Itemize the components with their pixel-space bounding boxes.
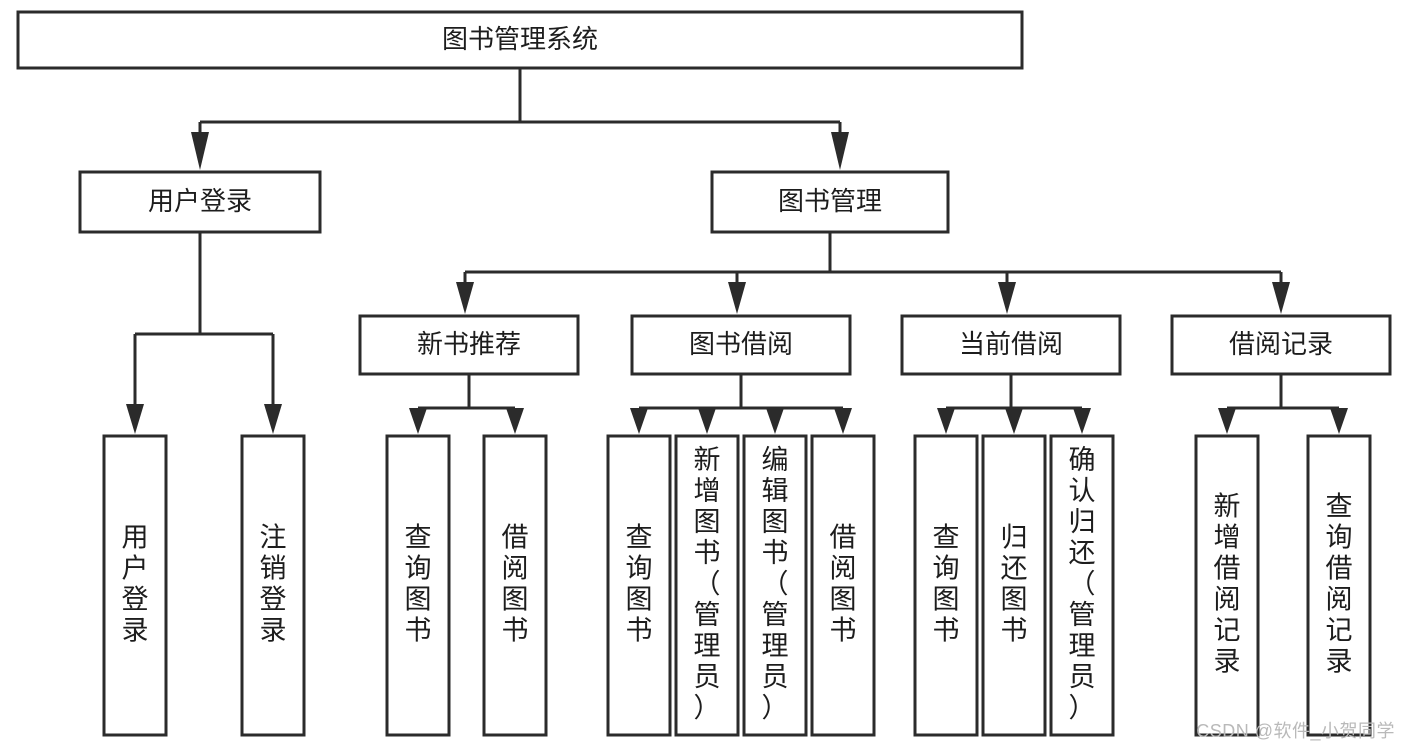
node-root-box[interactable] — [16, 10, 1024, 70]
node-book-borrow[interactable]: 图书借阅 — [630, 314, 852, 376]
node-leaf-edit-book-box[interactable] — [742, 434, 808, 737]
arrow-head-leaf-query-book-1 — [409, 408, 427, 434]
node-leaf-add-record-label: 新增借阅记录 — [1214, 492, 1241, 677]
arrow-head-leaf-user-login — [126, 404, 144, 434]
arrow-head-leaf-borrow-book-1 — [506, 408, 524, 434]
node-leaf-query-book-3-label: 查询图书 — [933, 523, 960, 646]
node-leaf-query-record-label: 查询借阅记录 — [1326, 492, 1353, 677]
arrow-head-leaf-query-record — [1330, 408, 1348, 434]
node-borrow-record-box[interactable] — [1170, 314, 1392, 376]
node-current-borrow-box[interactable] — [900, 314, 1122, 376]
node-leaf-user-login-label: 用户登录 — [122, 523, 149, 646]
node-leaf-query-book-3[interactable]: 查询图书 — [913, 434, 979, 737]
node-leaf-logout-box[interactable] — [240, 434, 306, 737]
node-book-manage[interactable]: 图书管理 — [710, 170, 950, 234]
arrow-head-user-login — [191, 132, 209, 170]
arrow-head-leaf-edit-book — [766, 408, 784, 434]
node-new-book-recommend-label: 新书推荐 — [417, 329, 521, 359]
node-current-borrow-label: 当前借阅 — [959, 329, 1063, 359]
node-book-borrow-label: 图书借阅 — [689, 329, 793, 359]
arrow-head-new-book-recommend — [456, 282, 474, 314]
node-leaf-borrow-book-1[interactable]: 借阅图书 — [482, 434, 548, 737]
arrow-head-leaf-logout — [264, 404, 282, 434]
connector-layer — [126, 68, 1348, 434]
node-leaf-return-book-label: 归还图书 — [1001, 523, 1028, 646]
node-leaf-confirm-return[interactable]: 确认归还（管理员） — [1049, 434, 1115, 737]
node-current-borrow[interactable]: 当前借阅 — [900, 314, 1122, 376]
node-leaf-add-book-label: 新增图书（管理员） — [694, 445, 721, 723]
node-leaf-query-book-2-box[interactable] — [606, 434, 672, 737]
node-leaf-user-login[interactable]: 用户登录 — [102, 434, 168, 737]
node-leaf-confirm-return-box[interactable] — [1049, 434, 1115, 737]
node-leaf-return-book[interactable]: 归还图书 — [981, 434, 1047, 737]
node-leaf-borrow-book-1-label: 借阅图书 — [502, 523, 529, 646]
node-book-borrow-box[interactable] — [630, 314, 852, 376]
node-new-book-recommend[interactable]: 新书推荐 — [358, 314, 580, 376]
leaf-nodes-layer: 用户登录 注销登录 查询图书 借阅图书 查询图书 新增图书（管理员） 编辑图书（… — [102, 434, 1372, 737]
node-leaf-query-book-1-box[interactable] — [385, 434, 451, 737]
node-user-login-box[interactable] — [78, 170, 322, 234]
node-leaf-edit-book[interactable]: 编辑图书（管理员） — [742, 434, 808, 737]
arrow-head-leaf-borrow-book-2 — [834, 408, 852, 434]
arrow-head-leaf-add-record — [1218, 408, 1236, 434]
arrow-head-borrow-record — [1272, 282, 1290, 314]
node-leaf-query-book-3-box[interactable] — [913, 434, 979, 737]
node-leaf-query-book-2[interactable]: 查询图书 — [606, 434, 672, 737]
arrow-head-leaf-return-book — [1005, 408, 1023, 434]
node-leaf-query-record-box[interactable] — [1306, 434, 1372, 737]
node-leaf-return-book-box[interactable] — [981, 434, 1047, 737]
arrow-head-leaf-query-book-2 — [630, 408, 648, 434]
node-leaf-borrow-book-1-box[interactable] — [482, 434, 548, 737]
node-root-label: 图书管理系统 — [442, 24, 598, 54]
node-book-manage-label: 图书管理 — [778, 186, 882, 216]
node-root[interactable]: 图书管理系统 — [16, 10, 1024, 70]
node-leaf-borrow-book-2-box[interactable] — [810, 434, 876, 737]
node-leaf-add-book[interactable]: 新增图书（管理员） — [674, 434, 740, 737]
node-leaf-query-book-2-label: 查询图书 — [626, 523, 653, 646]
node-leaf-query-book-1[interactable]: 查询图书 — [385, 434, 451, 737]
arrow-head-leaf-add-book — [698, 408, 716, 434]
node-leaf-query-book-1-label: 查询图书 — [405, 523, 432, 646]
node-leaf-borrow-book-2[interactable]: 借阅图书 — [810, 434, 876, 737]
node-borrow-record-label: 借阅记录 — [1229, 329, 1333, 359]
node-leaf-query-record[interactable]: 查询借阅记录 — [1306, 434, 1372, 737]
node-user-login-label: 用户登录 — [148, 186, 252, 216]
node-leaf-user-login-box[interactable] — [102, 434, 168, 737]
node-book-manage-box[interactable] — [710, 170, 950, 234]
csdn-watermark: CSDN @软件_小贺同学 — [1196, 721, 1395, 741]
node-new-book-recommend-box[interactable] — [358, 314, 580, 376]
node-leaf-edit-book-label: 编辑图书（管理员） — [762, 445, 789, 723]
node-borrow-record[interactable]: 借阅记录 — [1170, 314, 1392, 376]
arrow-head-leaf-confirm-return — [1073, 408, 1091, 434]
node-leaf-add-record-box[interactable] — [1194, 434, 1260, 737]
node-leaf-add-book-box[interactable] — [674, 434, 740, 737]
arrow-head-leaf-query-book-3 — [937, 408, 955, 434]
node-leaf-borrow-book-2-label: 借阅图书 — [830, 523, 857, 646]
node-user-login[interactable]: 用户登录 — [78, 170, 322, 234]
node-leaf-confirm-return-label: 确认归还（管理员） — [1069, 445, 1096, 723]
node-leaf-logout[interactable]: 注销登录 — [240, 434, 306, 737]
arrow-head-current-borrow — [998, 282, 1016, 314]
arrow-head-book-borrow — [728, 282, 746, 314]
node-leaf-add-record[interactable]: 新增借阅记录 — [1194, 434, 1260, 737]
arrow-head-book-manage — [831, 132, 849, 170]
node-leaf-logout-label: 注销登录 — [260, 523, 287, 646]
